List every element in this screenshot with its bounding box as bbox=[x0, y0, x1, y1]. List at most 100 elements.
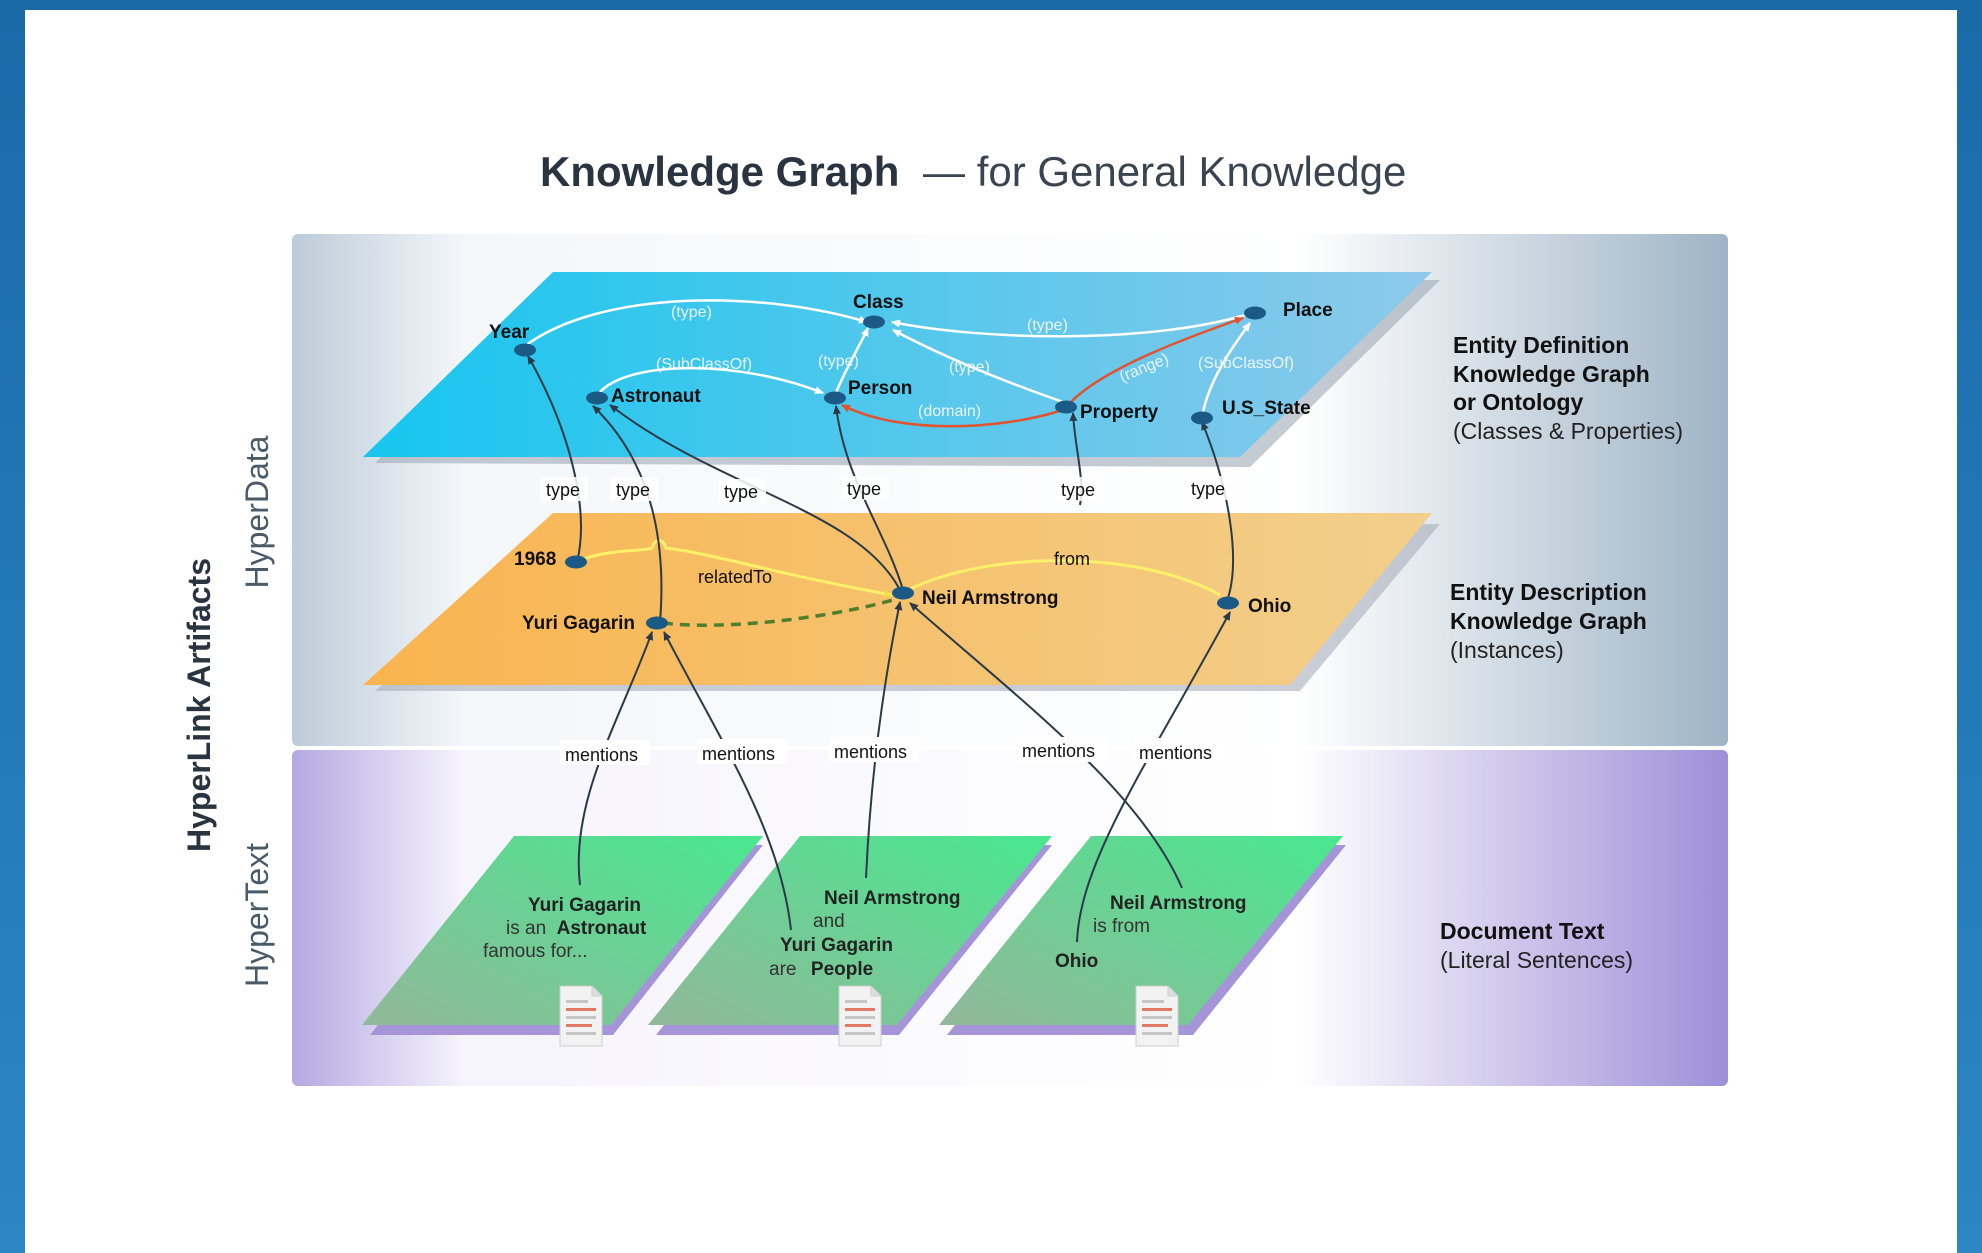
type-edge-neil-person bbox=[832, 405, 904, 591]
edge-property-class bbox=[892, 328, 1064, 404]
doc1-line3: famous for... bbox=[483, 941, 588, 962]
document-icon bbox=[559, 985, 603, 1047]
type-label-bg bbox=[610, 477, 658, 501]
doc1-line2: is an Astronaut bbox=[506, 918, 647, 939]
documents-description: Document Text (Literal Sentences) bbox=[1440, 918, 1633, 973]
side-label-hyperdata: HyperData bbox=[239, 435, 275, 588]
label-related-to: relatedTo bbox=[698, 567, 772, 587]
mentions-label-bg bbox=[829, 737, 919, 762]
label-from: from bbox=[1054, 549, 1090, 569]
label-domain: (domain) bbox=[918, 403, 981, 420]
mentions-label: mentions bbox=[1022, 741, 1095, 761]
document-icon bbox=[838, 985, 882, 1047]
node-ohio bbox=[1217, 596, 1239, 610]
mention-edge-doc2-yuri bbox=[663, 631, 792, 931]
node-person bbox=[824, 391, 846, 405]
label-astronaut: Astronaut bbox=[611, 386, 701, 407]
type-label: type bbox=[847, 479, 881, 499]
node-us-state bbox=[1191, 411, 1213, 425]
label-place: Place bbox=[1283, 300, 1333, 321]
mentions-label-bg bbox=[1134, 738, 1224, 763]
type-label-bg bbox=[841, 476, 889, 500]
mentions-label: mentions bbox=[702, 744, 775, 764]
title-bold: Knowledge Graph bbox=[540, 148, 899, 195]
doc3-line3: Ohio bbox=[1055, 951, 1098, 972]
mentions-labels: mentions mentions mentions mentions ment… bbox=[560, 737, 1224, 765]
label-person: Person bbox=[848, 378, 912, 399]
label-place-type: (type) bbox=[1027, 317, 1068, 334]
doc3-plane bbox=[939, 836, 1343, 1025]
ontology-plane bbox=[363, 272, 1432, 457]
doc3-line2: is from bbox=[1093, 916, 1150, 937]
document-icon bbox=[1135, 985, 1179, 1047]
documents-desc-line1: Document Text bbox=[1440, 918, 1605, 944]
doc2-line4: are People bbox=[769, 959, 873, 980]
type-label: type bbox=[724, 482, 758, 502]
type-edge-1968-year bbox=[527, 355, 582, 563]
mention-edge-doc3-ohio bbox=[1076, 611, 1231, 943]
doc1-text: Yuri Gagarin is an Astronaut famous for.… bbox=[483, 895, 647, 962]
doc2-line3: Yuri Gagarin bbox=[780, 935, 893, 956]
type-label: type bbox=[546, 480, 580, 500]
instances-desc-line3: (Instances) bbox=[1450, 637, 1564, 663]
mentions-label-bg bbox=[560, 740, 650, 765]
doc3-text: Neil Armstrong is from Ohio bbox=[1055, 893, 1247, 972]
type-label: type bbox=[1191, 479, 1225, 499]
type-edge-yuri-astronaut bbox=[592, 405, 663, 623]
mentions-label-bg bbox=[1017, 737, 1107, 762]
label-person-type: (type) bbox=[818, 353, 859, 370]
side-label-main: HyperLink Artifacts bbox=[181, 558, 217, 852]
type-label: type bbox=[616, 480, 650, 500]
label-property: Property bbox=[1080, 402, 1159, 423]
doc2-plane bbox=[648, 836, 1052, 1025]
type-labels: type type type type type type bbox=[540, 476, 1233, 503]
edge-neil-ohio bbox=[907, 559, 1221, 597]
edge-yuri-neil bbox=[662, 598, 894, 627]
edge-property-domain bbox=[841, 403, 1064, 428]
doc2-line4-a: are bbox=[769, 959, 796, 980]
label-1968: 1968 bbox=[514, 549, 556, 570]
node-year bbox=[514, 343, 536, 357]
node-1968 bbox=[565, 555, 587, 569]
edge-astronaut-person bbox=[599, 366, 824, 395]
mentions-label-bg bbox=[697, 739, 787, 764]
instances-desc-line1: Entity Description bbox=[1450, 579, 1647, 605]
label-astronaut-subclass: (SubClassOf) bbox=[656, 356, 752, 373]
doc2-line1: Neil Armstrong bbox=[824, 888, 961, 909]
mentions-label: mentions bbox=[1139, 743, 1212, 763]
type-label-bg bbox=[718, 479, 766, 503]
ontology-desc-line4: (Classes & Properties) bbox=[1453, 418, 1683, 444]
edge-1968-neil bbox=[574, 539, 893, 598]
doc1-line2-a: is an bbox=[506, 918, 546, 939]
doc2-line2: and bbox=[813, 911, 845, 932]
node-class bbox=[863, 315, 885, 329]
side-label-hypertext: HyperText bbox=[239, 843, 275, 987]
label-ohio: Ohio bbox=[1248, 596, 1291, 617]
ontology-desc-line1: Entity Definition bbox=[1453, 332, 1629, 358]
node-place bbox=[1244, 306, 1266, 320]
hypertext-panel bbox=[292, 750, 1728, 1086]
ontology-description: Entity Definition Knowledge Graph or Ont… bbox=[1453, 332, 1683, 444]
title-rest: — for General Knowledge bbox=[923, 148, 1406, 195]
instances-desc-line2: Knowledge Graph bbox=[1450, 608, 1647, 634]
label-us-state: U.S_State bbox=[1222, 398, 1311, 419]
type-edge-neil-astronaut bbox=[609, 404, 902, 593]
edge-state-place bbox=[1201, 322, 1252, 413]
doc1-line1: Yuri Gagarin bbox=[528, 895, 641, 916]
doc2-text: Neil Armstrong and Yuri Gagarin are Peop… bbox=[769, 888, 961, 980]
edge-place-class bbox=[891, 311, 1253, 338]
documents-desc-line2: (Literal Sentences) bbox=[1440, 947, 1633, 973]
label-neil-armstrong: Neil Armstrong bbox=[922, 588, 1059, 609]
label-year-type: (type) bbox=[671, 304, 712, 321]
node-astronaut bbox=[586, 391, 608, 405]
label-property-type: (type) bbox=[949, 359, 990, 376]
edge-property-range bbox=[1067, 316, 1244, 406]
instances-description: Entity Description Knowledge Graph (Inst… bbox=[1450, 579, 1647, 663]
doc3-line1: Neil Armstrong bbox=[1110, 893, 1247, 914]
edge-person-class bbox=[833, 327, 870, 396]
type-label: type bbox=[1061, 480, 1095, 500]
type-label-bg bbox=[540, 477, 588, 501]
doc2-line4-b: People bbox=[811, 959, 873, 980]
mentions-label: mentions bbox=[834, 742, 907, 762]
